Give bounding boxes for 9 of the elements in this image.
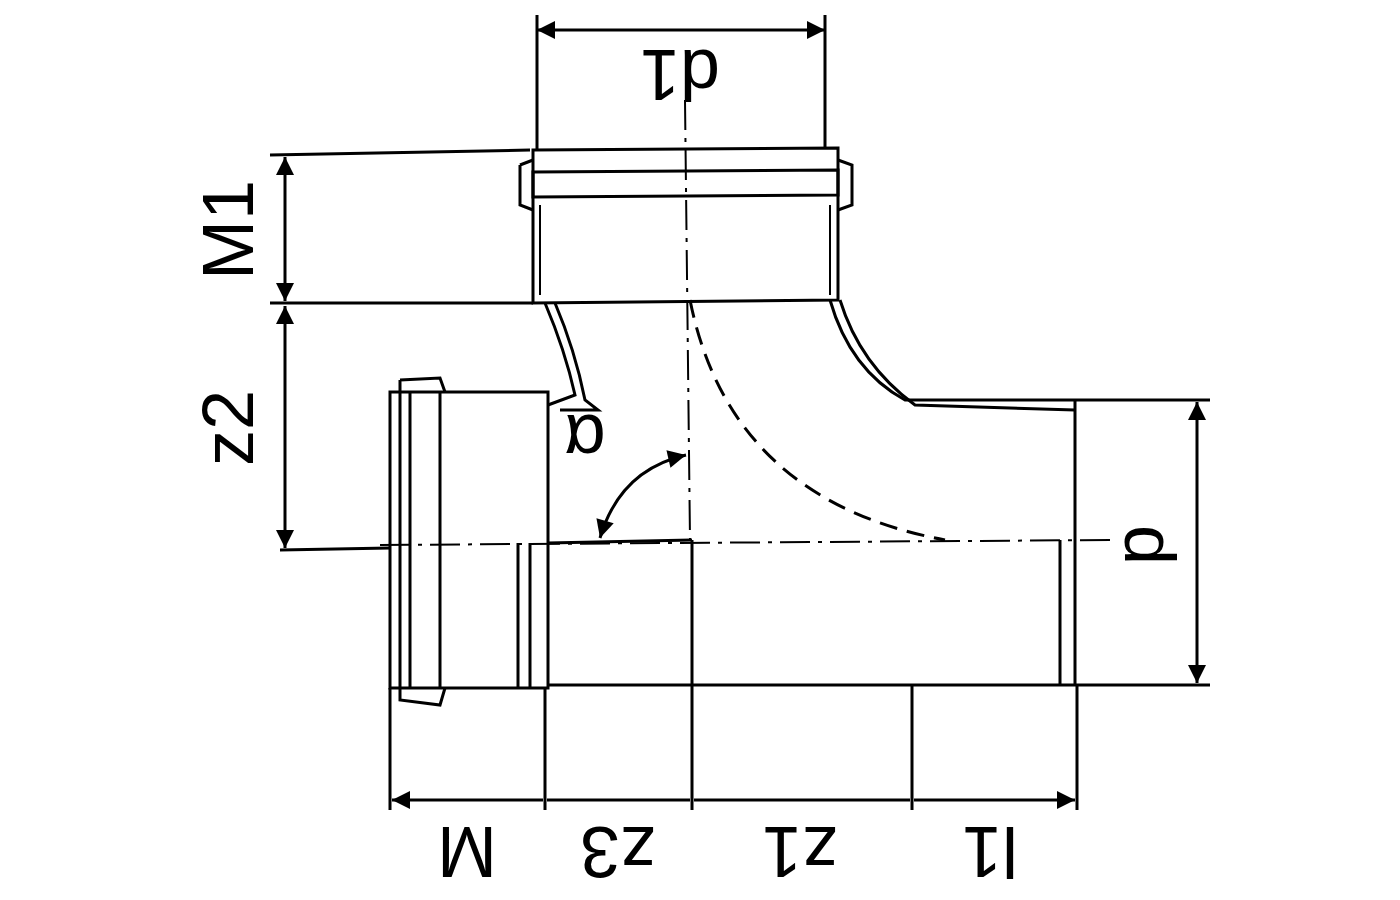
dimension-label: d — [1114, 525, 1186, 565]
dimension-label: M1 — [192, 180, 264, 280]
dimension-label: z2 — [192, 390, 264, 466]
dimension-label: l1 — [962, 816, 1019, 888]
dimension-label: z1 — [762, 816, 839, 888]
angle-label: α — [564, 404, 606, 476]
dimension-label: z3 — [580, 816, 657, 888]
dimension-label: M — [437, 816, 497, 888]
dimension-label: d1 — [640, 39, 721, 111]
